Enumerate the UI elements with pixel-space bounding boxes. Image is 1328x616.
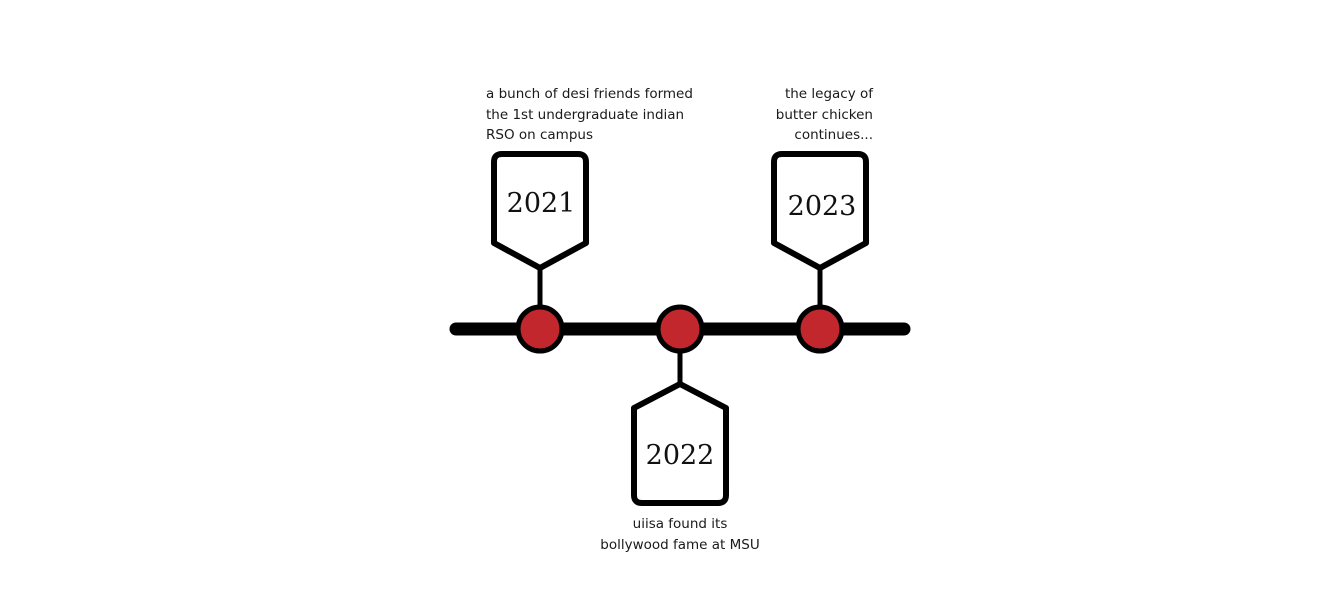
caption-2021-line-2: the 1st undergraduate indian [486,106,685,123]
caption-2023-line-1: the legacy of [784,86,873,102]
node-2023 [795,304,845,354]
caption-2023: the legacy of butter chicken continues..… [776,84,873,146]
caption-2021-line-1: a bunch of desi friends formed [486,86,693,102]
caption-2023-line-3: continues... [794,127,873,143]
node-2021 [515,304,565,354]
year-tag-2021 [491,151,589,271]
caption-2021: a bunch of desi friends formed the 1st u… [486,84,693,146]
caption-2023-line-2: butter chicken [775,106,873,123]
caption-2021-line-3: RSO on campus [486,127,593,143]
year-tag-2023 [771,151,869,271]
year-label-2023: 2023 [788,191,857,222]
year-tag-2022 [631,381,729,506]
caption-2022: uiisa found its bollywood fame at MSU [580,514,780,555]
node-2022 [655,304,705,354]
year-label-2022: 2022 [646,440,715,471]
caption-2022-line-1: uiisa found its [632,516,728,532]
year-label-2021: 2021 [507,188,576,219]
caption-2022-line-2: bollywood fame at MSU [600,536,760,553]
